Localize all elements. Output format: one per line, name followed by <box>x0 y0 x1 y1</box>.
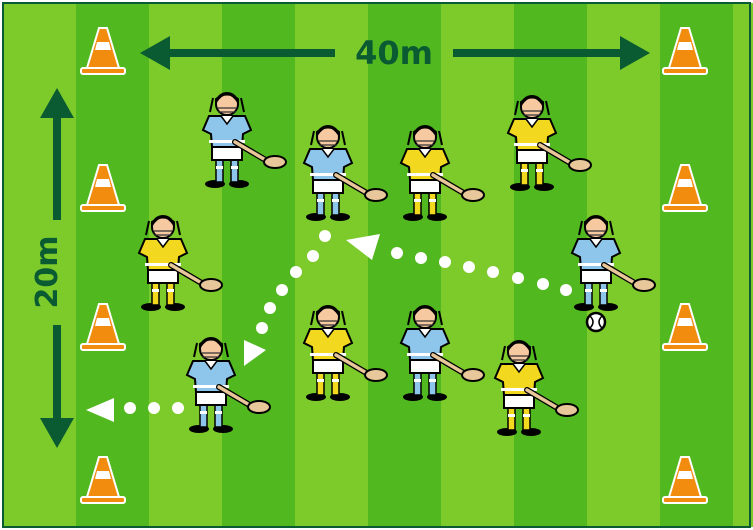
pass-path <box>86 230 572 422</box>
height-label: 20m <box>30 235 65 308</box>
grass-stripe <box>3 3 76 527</box>
sliotar-ball-icon <box>585 311 607 333</box>
width-label: 40m <box>355 34 433 72</box>
pass-dot <box>487 266 499 278</box>
pass-dot <box>290 266 302 278</box>
grass-stripe <box>733 3 753 527</box>
pass-arrowhead <box>244 340 266 366</box>
pass-dot <box>391 247 403 259</box>
pass-dot <box>256 322 268 334</box>
player-blue <box>570 215 655 311</box>
player-yellow <box>399 125 484 221</box>
pass-arrowhead <box>86 398 114 422</box>
pass-arrowhead <box>346 234 380 260</box>
player-blue <box>302 125 387 221</box>
player-yellow <box>493 340 578 436</box>
pass-dot <box>319 230 331 242</box>
height-dimension-arrow: 20m <box>30 88 74 448</box>
pass-dot <box>439 256 451 268</box>
pass-dot <box>172 402 184 414</box>
pass-dot <box>512 272 524 284</box>
player-blue <box>399 305 484 401</box>
player-yellow <box>137 215 222 311</box>
pass-dot <box>148 402 160 414</box>
players <box>137 92 655 436</box>
grass-stripe <box>295 3 368 527</box>
player-blue <box>201 92 286 188</box>
grass-stripe <box>368 3 441 527</box>
player-blue <box>185 337 270 433</box>
pass-dot <box>276 284 288 296</box>
player-yellow <box>506 95 591 191</box>
grass-stripe <box>660 3 733 527</box>
pass-dot <box>264 302 276 314</box>
grass-stripe <box>76 3 149 527</box>
pass-dot <box>537 278 549 290</box>
grass-stripe <box>514 3 587 527</box>
width-dimension-arrow: 40m <box>140 34 650 72</box>
pass-dot <box>415 252 427 264</box>
player-yellow <box>302 305 387 401</box>
grass-stripes <box>3 3 753 527</box>
grass-stripe <box>222 3 295 527</box>
pass-dot <box>560 284 572 296</box>
pass-dot <box>307 250 319 262</box>
pass-dot <box>463 261 475 273</box>
pass-dot <box>124 402 136 414</box>
grass-stripe <box>441 3 514 527</box>
